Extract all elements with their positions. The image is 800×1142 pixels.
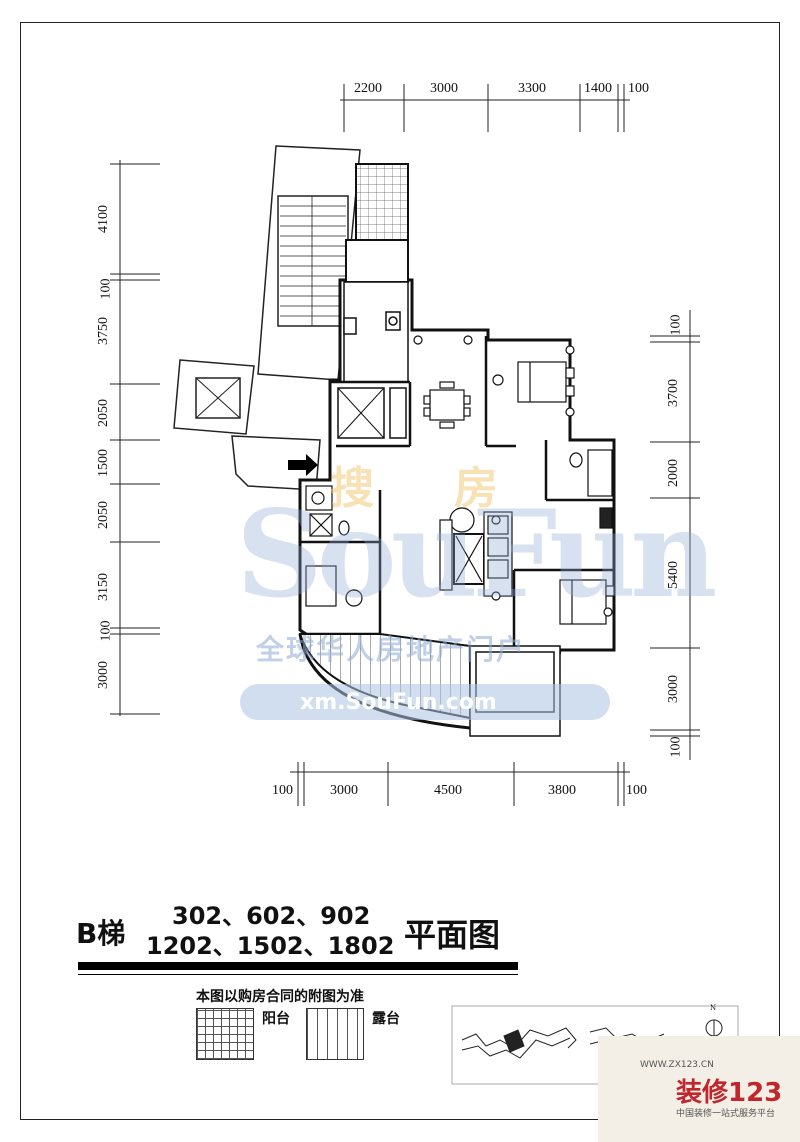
dim-left-2: 100 bbox=[98, 278, 114, 300]
brand-tagline: 中国装修一站式服务平台 bbox=[676, 1109, 776, 1119]
dim-top-2: 3000 bbox=[430, 81, 458, 96]
living-room bbox=[439, 507, 513, 601]
dim-top-5: 100 bbox=[628, 81, 649, 96]
compass-label: N bbox=[710, 1004, 717, 1012]
watermark-slogan: 全球华人房地产门户 bbox=[256, 633, 527, 666]
title-rule bbox=[78, 962, 518, 970]
page-frame bbox=[20, 22, 780, 1120]
legend-label-terrace: 露台 bbox=[372, 1011, 400, 1027]
dim-left-5: 1500 bbox=[96, 449, 111, 477]
dim-right-3: 2000 bbox=[666, 459, 681, 487]
dim-right-6: 100 bbox=[668, 736, 684, 758]
top-dimension-line bbox=[340, 84, 630, 132]
dim-bottom-4: 3800 bbox=[548, 783, 576, 798]
watermark-brand: SouFun bbox=[236, 484, 718, 625]
study bbox=[305, 485, 363, 607]
bottom-dimension-line bbox=[290, 762, 630, 806]
dim-left-7: 3150 bbox=[96, 573, 111, 601]
units-line-2: 1202、1502、1802 bbox=[146, 932, 395, 960]
dim-bottom-1: 100 bbox=[272, 783, 293, 798]
watermark-bar bbox=[240, 684, 610, 720]
dim-left-4: 2050 bbox=[96, 399, 111, 427]
dim-left-3: 3750 bbox=[96, 317, 111, 345]
bedroom-south bbox=[559, 579, 615, 625]
dim-top-4: 1400 bbox=[584, 81, 612, 96]
brand-panel bbox=[598, 1036, 800, 1142]
dim-left-6: 2050 bbox=[96, 501, 111, 529]
dim-top-1: 2200 bbox=[354, 81, 382, 96]
dim-bottom-3: 4500 bbox=[434, 783, 462, 798]
plan-title: 平面图 bbox=[404, 916, 501, 954]
legend-swatch-balcony bbox=[196, 1008, 254, 1060]
watermark-url: xm.SouFun.com bbox=[300, 690, 497, 715]
units-line-1: 302、602、902 bbox=[172, 902, 371, 930]
dim-left-8: 100 bbox=[98, 620, 114, 642]
dim-left-9: 3000 bbox=[96, 661, 111, 689]
bathroom bbox=[569, 449, 613, 529]
dim-right-5: 3000 bbox=[666, 675, 681, 703]
brand-url: WWW.ZX123.CN bbox=[640, 1060, 714, 1070]
title-rule-thin bbox=[78, 974, 518, 975]
dim-bottom-2: 3000 bbox=[330, 783, 358, 798]
public-elevator bbox=[173, 359, 321, 491]
legend-label-balcony: 阳台 bbox=[262, 1011, 290, 1027]
service-balcony bbox=[355, 163, 409, 241]
entrance-arrow bbox=[288, 454, 318, 476]
brand-name: 装修123 bbox=[676, 1078, 783, 1108]
dim-right-2: 3700 bbox=[666, 379, 681, 407]
dining-table bbox=[413, 335, 473, 429]
right-dimension-line bbox=[650, 310, 700, 760]
contract-note: 本图以购房合同的附图为准 bbox=[196, 989, 364, 1005]
building-label: B梯 bbox=[76, 917, 126, 950]
dim-top-3: 3300 bbox=[518, 81, 546, 96]
dim-right-1: 100 bbox=[668, 314, 684, 336]
dim-bottom-5: 100 bbox=[626, 783, 647, 798]
legend-swatch-terrace bbox=[306, 1008, 364, 1060]
left-dimension-line bbox=[110, 160, 160, 716]
watermark-chars: 搜房 bbox=[330, 463, 578, 514]
dim-left-1: 4100 bbox=[96, 205, 111, 233]
kitchen bbox=[343, 281, 409, 383]
unit-elevator bbox=[337, 387, 407, 439]
bedroom-north bbox=[492, 345, 575, 417]
